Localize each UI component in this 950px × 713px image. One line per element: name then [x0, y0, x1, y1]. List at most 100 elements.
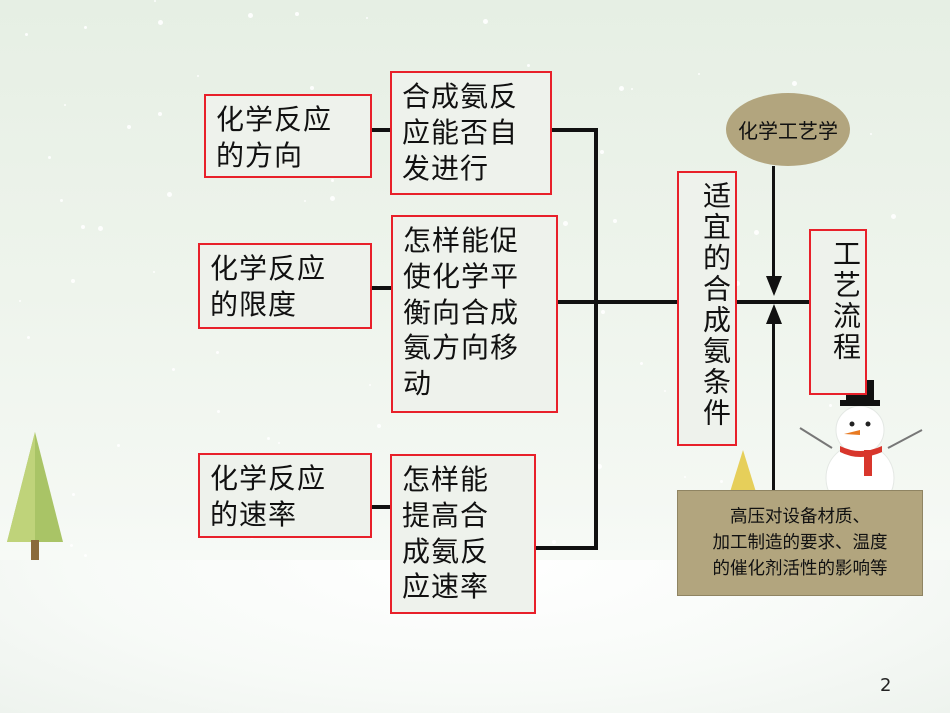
- connector-to-condition: [594, 300, 678, 304]
- note-box: 高压对设备材质、 加工制造的要求、温度 的催化剂活性的影响等: [677, 490, 923, 596]
- snow-flake: [60, 199, 63, 202]
- box-line: 化学反应: [210, 252, 327, 285]
- connector-trunk-vertical: [594, 128, 598, 550]
- box-reaction-rate: 化学反应 的速率: [198, 453, 372, 538]
- box-line: 化学反应: [216, 103, 333, 136]
- snow-flake: [197, 75, 199, 77]
- snow-flake: [64, 104, 66, 106]
- arrow-down-icon: [766, 276, 782, 296]
- box-line: 怎样能促: [403, 224, 520, 257]
- snow-flake: [295, 12, 299, 16]
- snow-flake: [304, 200, 306, 202]
- page-number: 2: [880, 675, 892, 696]
- snow-flake: [216, 351, 219, 354]
- snow-flake: [25, 33, 28, 36]
- snow-flake: [158, 112, 162, 116]
- box-line: 合成氨反: [402, 80, 519, 113]
- snow-flake: [792, 81, 797, 86]
- small-tree-icon: [730, 450, 756, 492]
- box-line: 的速率: [210, 497, 298, 531]
- box-line: 发进行: [402, 151, 490, 185]
- connector-left-1: [370, 128, 392, 132]
- snow-flake: [619, 86, 624, 91]
- box-line: 衡向合成: [403, 295, 520, 329]
- box-line: 成氨反: [402, 534, 490, 568]
- snow-flake: [70, 544, 73, 547]
- snow-flake: [366, 17, 368, 19]
- snow-flake: [27, 336, 30, 339]
- snow-flake: [172, 368, 175, 371]
- box-process-flow: 工艺流程: [809, 229, 867, 395]
- box-reaction-limit: 化学反应 的限度: [198, 243, 372, 329]
- snow-flake: [527, 64, 530, 67]
- connector-ellipse-down: [772, 166, 775, 282]
- snow-flake: [48, 156, 51, 159]
- snow-flake: [248, 13, 253, 18]
- connector-left-2: [370, 286, 392, 290]
- snow-flake: [98, 226, 103, 231]
- snow-flake: [552, 540, 556, 544]
- snow-flake: [563, 221, 568, 226]
- box-line: 提高合: [402, 498, 490, 532]
- snow-flake: [117, 444, 120, 447]
- snow-flake: [613, 219, 617, 223]
- snow-flake: [369, 384, 371, 386]
- snow-flake: [330, 196, 335, 201]
- snow-flake: [631, 88, 633, 90]
- snow-flake: [891, 214, 896, 219]
- box-line: 氨方向移: [403, 331, 520, 365]
- box-line: 的限度: [210, 287, 298, 321]
- box-equilibrium-shift: 怎样能促 使化学平 衡向合成 氨方向移 动: [391, 215, 558, 413]
- snow-flake: [735, 281, 740, 286]
- box-line: 化学反应: [210, 462, 327, 495]
- snow-flake: [684, 476, 686, 478]
- box-increase-rate: 怎样能 提高合 成氨反 应速率: [390, 454, 536, 614]
- snow-flake: [483, 19, 488, 24]
- connector-left-3: [370, 505, 392, 509]
- snow-flake: [870, 133, 872, 135]
- snow-flake: [154, 0, 156, 2]
- snow-flake: [217, 410, 220, 413]
- snow-flake: [601, 310, 605, 314]
- snow-flake: [600, 150, 604, 154]
- snow-flake: [72, 493, 75, 496]
- note-line: 高压对设备材质、: [730, 506, 870, 527]
- box-line: 怎样能: [402, 463, 490, 496]
- connector-mid-3: [535, 546, 598, 550]
- snow-flake: [81, 225, 85, 229]
- snow-flake: [720, 480, 723, 483]
- snow-flake: [267, 437, 270, 440]
- box-spontaneity: 合成氨反 应能否自 发进行: [390, 71, 552, 195]
- snow-flake: [754, 230, 759, 235]
- note-line: 的催化剂活性的影响等: [712, 559, 888, 580]
- box-reaction-direction: 化学反应 的方向: [204, 94, 372, 178]
- snow-flake: [127, 125, 131, 129]
- christmas-tree-icon: [7, 432, 63, 560]
- snow-flake: [597, 464, 602, 469]
- snow-flake: [331, 179, 334, 182]
- connector-mid-1: [550, 128, 598, 132]
- box-line: 使化学平: [403, 259, 520, 293]
- connector-note-up: [772, 318, 775, 490]
- snow-flake: [377, 424, 381, 428]
- connector-condition-to-process: [736, 300, 810, 304]
- box-line: 应能否自: [402, 115, 519, 149]
- snow-flake: [698, 73, 700, 75]
- arrow-up-icon: [766, 304, 782, 324]
- snow-flake: [84, 26, 87, 29]
- snow-flake: [167, 192, 172, 197]
- snow-flake: [829, 404, 832, 407]
- snowman-icon: [799, 380, 923, 498]
- snow-flake: [664, 390, 666, 392]
- connector-mid-2: [556, 300, 598, 304]
- box-suitable-conditions: 适宜的合成氨条件: [677, 171, 737, 446]
- snow-flake: [278, 442, 280, 444]
- snow-flake: [71, 279, 75, 283]
- box-line: 的方向: [216, 138, 304, 172]
- snow-flake: [84, 554, 87, 557]
- snow-flake: [338, 328, 340, 330]
- snow-flake: [153, 271, 155, 273]
- snow-flake: [158, 20, 163, 25]
- chem-tech-ellipse: 化学工艺学: [726, 93, 850, 166]
- snow-flake: [310, 86, 314, 90]
